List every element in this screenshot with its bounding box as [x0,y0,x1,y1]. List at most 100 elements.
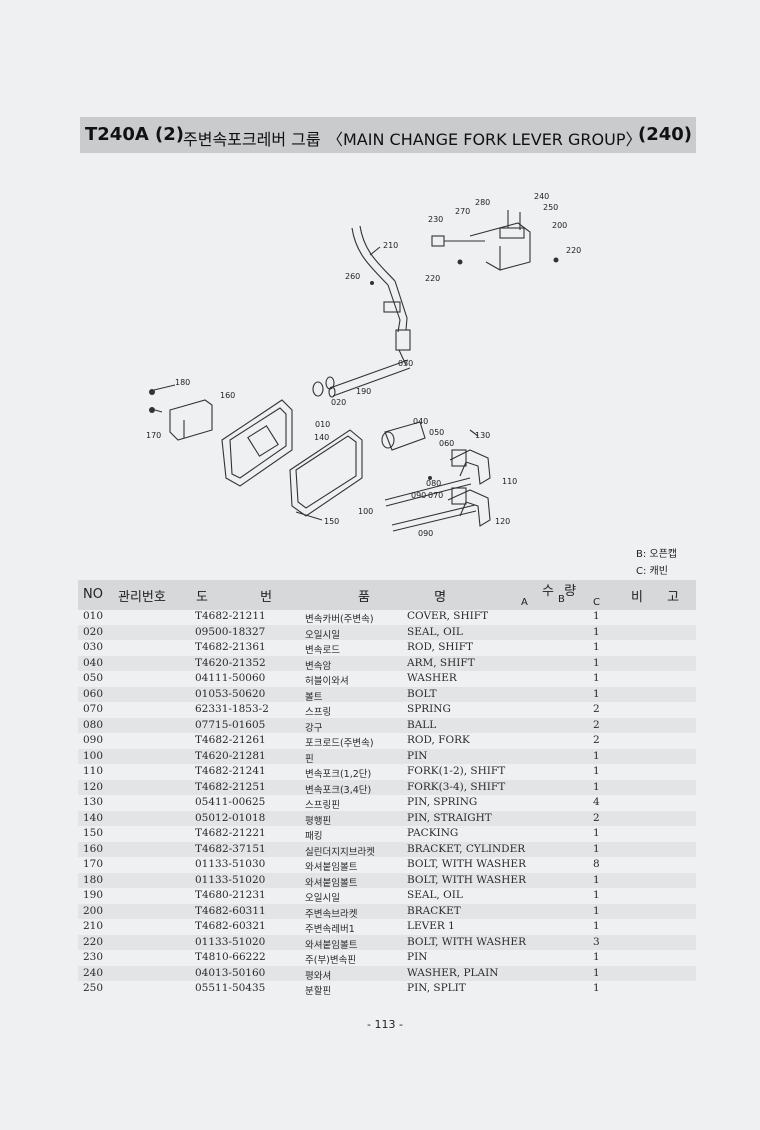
title-bar [80,117,696,153]
row-name-korean: 주변속레버1 [305,924,355,935]
callout-270: 270 [455,207,470,216]
callout-150: 150 [324,517,339,526]
row-quantity: 8 [593,858,600,870]
row-no: 020 [83,625,104,638]
callout-060: 060 [439,439,454,448]
row-no: 110 [83,765,104,777]
callout-080: 080 [426,479,441,488]
header-qty-b: B [558,594,565,605]
row-name-korean: 허블이와셔 [305,676,349,687]
row-no: 130 [83,796,104,808]
row-no: 040 [83,656,104,669]
row-quantity: 1 [593,966,600,979]
row-part-number: 05511-50435 [195,982,266,994]
exploded-parts-diagram: 280 240 250 270 230 200 210 220 260 220 … [146,192,581,538]
row-part-number: 07715-01605 [195,718,266,731]
row-name-english: BOLT, WITH WASHER [407,873,526,886]
callout-160: 160 [220,391,235,400]
row-name-english: WASHER, PLAIN [407,966,499,979]
callout-220b: 220 [425,274,440,283]
row-quantity: 1 [593,780,600,793]
row-name-korean: 변속암 [305,660,332,672]
row-name-korean: 스프링 [305,707,332,718]
callout-180: 180 [175,378,190,387]
row-name-english: FORK(1-2), SHIFT [407,765,506,777]
row-name-english: PIN, SPRING [407,796,478,808]
row-name-korean: 변속포크(1,2단) [305,769,372,780]
row-part-number: 05012-01018 [195,811,266,824]
row-no: 030 [83,641,104,653]
row-quantity: 4 [593,796,600,808]
row-part-number: 05411-00625 [195,796,266,808]
row-no: 190 [83,889,104,901]
callout-170: 170 [146,431,161,440]
callout-280: 280 [475,198,490,207]
header-remarks: 비 고 [631,590,680,605]
row-part-number: T4810-66222 [195,951,266,963]
callout-090a: 090 [411,491,426,500]
row-quantity: 1 [593,687,600,700]
row-no: 160 [83,842,104,855]
row-part-number: T4680-21231 [195,889,266,901]
header-management-number: 관리번호 [118,590,166,605]
row-name-english: PIN [407,951,428,963]
row-part-number: 09500-18327 [195,625,266,638]
row-no: 090 [83,734,104,746]
callout-040: 040 [413,417,428,426]
header-no: NO [83,587,103,602]
row-no: 010 [83,610,104,622]
callout-250: 250 [543,203,558,212]
callout-030: 030 [398,359,413,368]
row-name-english: BOLT, WITH WASHER [407,935,526,948]
row-quantity: 1 [593,656,600,669]
row-name-english: PIN, SPLIT [407,982,466,994]
group-number: (240) [638,124,693,145]
header-drawing-number: 도 번 [196,590,273,605]
row-name-korean: 주변속브라켓 [305,908,358,920]
row-part-number: T4620-21281 [195,749,266,762]
row-no: 080 [83,718,104,731]
row-no: 050 [83,672,104,684]
row-name-korean: 와셔붙임볼트 [305,939,358,951]
row-name-english: BOLT, WITH WASHER [407,858,526,870]
row-no: 070 [83,703,104,715]
row-quantity: 1 [593,672,600,684]
row-part-number: T4682-21361 [195,641,266,653]
row-name-korean: 실린더지지브라켓 [305,846,375,858]
callout-200: 200 [552,221,567,230]
row-quantity: 1 [593,873,600,886]
row-part-number: T4682-21221 [195,827,266,839]
row-name-english: PIN, STRAIGHT [407,811,492,824]
row-part-number: 01133-51030 [195,858,266,870]
row-no: 180 [83,873,104,886]
row-part-number: 04111-50060 [195,672,266,684]
row-no: 170 [83,858,104,870]
row-name-korean: 패킹 [305,831,323,842]
row-name-korean: 포크로드(주변속) [305,738,374,749]
header-quantity: 수 량 [542,584,577,599]
row-name-english: BRACKET, CYLINDER [407,842,526,855]
row-quantity: 1 [593,625,600,638]
row-name-korean: 변속포크(3,4단) [305,784,372,796]
row-quantity: 1 [593,765,600,777]
legend-open-cab: B: 오픈캡 [636,549,678,560]
row-quantity: 1 [593,827,600,839]
row-no: 060 [83,687,104,700]
page-number: - 113 - [367,1018,403,1031]
row-name-english: SEAL, OIL [407,889,463,901]
